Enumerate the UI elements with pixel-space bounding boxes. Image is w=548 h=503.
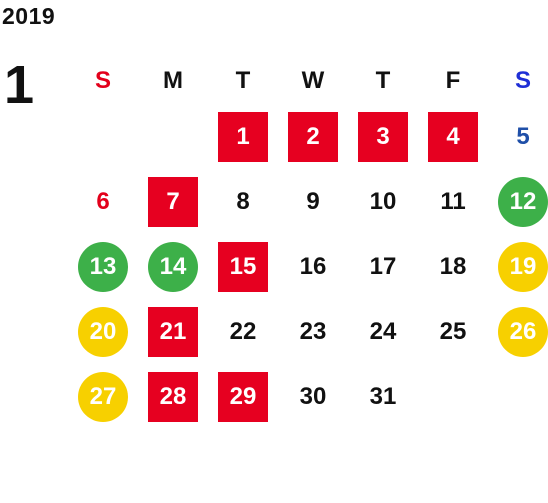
calendar-week-row: 27 28 29 30 31 (68, 364, 548, 429)
day-cell[interactable]: 13 (68, 241, 138, 293)
day-number: 13 (78, 241, 128, 292)
day-number: 20 (78, 306, 128, 357)
day-number: 4 (428, 111, 478, 162)
weekday-friday: F (445, 67, 461, 94)
day-cell[interactable]: 6 (68, 176, 138, 228)
day-number: 26 (498, 306, 548, 357)
day-number: 22 (229, 317, 257, 345)
day-number: 15 (218, 241, 268, 292)
calendar-year: 2019 (2, 3, 56, 29)
empty-day-cell (488, 371, 548, 423)
day-cell[interactable]: 12 (488, 176, 548, 228)
day-cell[interactable]: 14 (138, 241, 208, 293)
weekday-thursday: T (375, 67, 391, 94)
day-cell[interactable]: 27 (68, 371, 138, 423)
day-number: 30 (299, 382, 327, 410)
day-cell[interactable]: 21 (138, 306, 208, 358)
day-number: 17 (369, 252, 397, 280)
day-number: 2 (288, 111, 338, 162)
day-cell[interactable]: 24 (348, 306, 418, 358)
day-number: 3 (358, 111, 408, 162)
day-cell[interactable]: 19 (488, 241, 548, 293)
day-number: 21 (148, 306, 198, 357)
day-cell[interactable]: 7 (138, 176, 208, 228)
day-cell[interactable]: 17 (348, 241, 418, 293)
day-cell[interactable]: 26 (488, 306, 548, 358)
empty-day-cell (418, 371, 488, 423)
day-number: 6 (96, 187, 110, 215)
calendar-week-row: 20 21 22 23 24 25 26 (68, 299, 548, 364)
day-cell[interactable]: 10 (348, 176, 418, 228)
day-cell[interactable]: 22 (208, 306, 278, 358)
day-number (428, 372, 478, 422)
empty-day-cell (138, 111, 208, 163)
day-number: 7 (148, 176, 198, 227)
day-cell[interactable]: 23 (278, 306, 348, 358)
weekday-saturday: S (514, 67, 531, 94)
day-number: 11 (440, 187, 466, 215)
day-cell[interactable]: 25 (418, 306, 488, 358)
day-cell[interactable]: 3 (348, 111, 418, 163)
day-number: 23 (299, 317, 327, 345)
day-number: 1 (218, 111, 268, 162)
day-number: 5 (516, 122, 530, 150)
weekday-sunday: S (94, 67, 111, 94)
day-number: 28 (148, 371, 198, 422)
day-cell[interactable]: 4 (418, 111, 488, 163)
day-number: 24 (369, 317, 397, 345)
day-number (148, 112, 198, 162)
day-number: 14 (148, 241, 198, 292)
day-number (498, 372, 548, 422)
day-number: 8 (236, 187, 250, 215)
weekday-header-row: S M T W T F S (68, 58, 548, 104)
weekday-wednesday: W (301, 67, 325, 94)
day-number (78, 112, 128, 162)
day-cell[interactable]: 8 (208, 176, 278, 228)
day-number: 29 (218, 371, 268, 422)
calendar-month: 1 (4, 55, 35, 115)
day-cell[interactable]: 20 (68, 306, 138, 358)
day-number: 16 (299, 252, 327, 280)
day-number: 12 (498, 176, 548, 227)
day-cell[interactable]: 15 (208, 241, 278, 293)
day-cell[interactable]: 11 (418, 176, 488, 228)
day-cell[interactable]: 31 (348, 371, 418, 423)
day-cell[interactable]: 1 (208, 111, 278, 163)
day-number: 31 (369, 382, 397, 410)
weekday-monday: M (163, 67, 183, 94)
day-cell[interactable]: 9 (278, 176, 348, 228)
empty-day-cell (68, 111, 138, 163)
day-cell[interactable]: 2 (278, 111, 348, 163)
calendar-week-row: 13 14 15 16 17 18 19 (68, 234, 548, 299)
calendar-week-row: 6 7 8 9 10 11 12 (68, 169, 548, 234)
day-cell[interactable]: 28 (138, 371, 208, 423)
day-number: 19 (498, 241, 548, 292)
day-number: 9 (306, 187, 320, 215)
day-cell[interactable]: 5 (488, 111, 548, 163)
day-number: 10 (369, 187, 397, 215)
day-cell[interactable]: 29 (208, 371, 278, 423)
day-number: 25 (439, 317, 467, 345)
day-cell[interactable]: 18 (418, 241, 488, 293)
day-cell[interactable]: 30 (278, 371, 348, 423)
day-number: 27 (78, 371, 128, 422)
weekday-tuesday: T (235, 67, 251, 94)
day-number: 18 (439, 252, 467, 280)
day-cell[interactable]: 16 (278, 241, 348, 293)
